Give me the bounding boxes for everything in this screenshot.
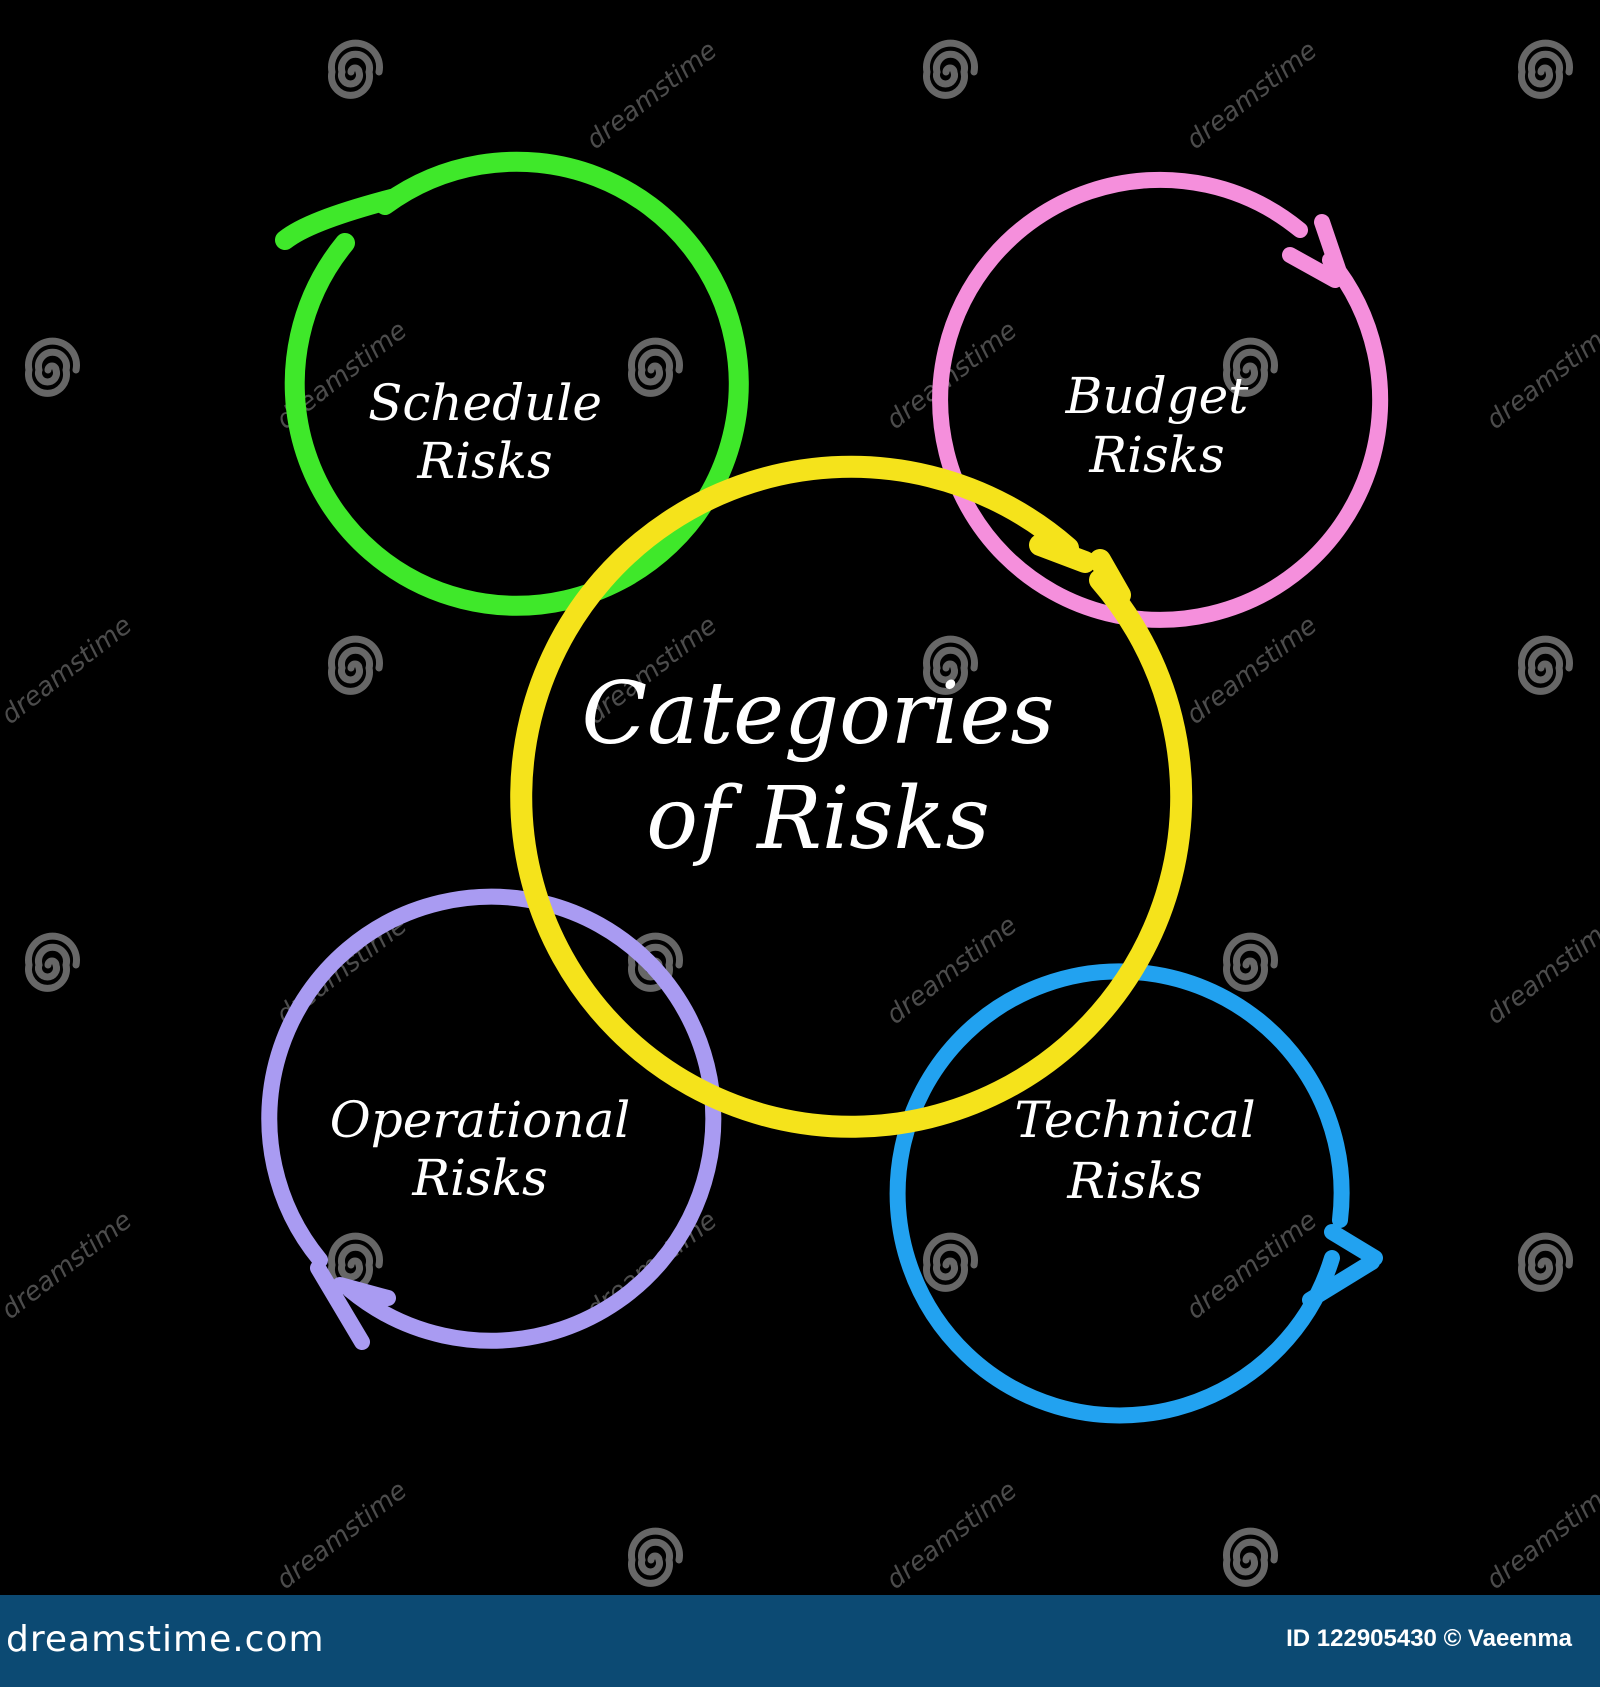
watermark-text: dreamstime: [881, 1475, 1023, 1595]
technical-label-line2: Risks: [1066, 1152, 1202, 1210]
spiral-logo-icon: [332, 43, 380, 95]
watermark-text: dreamstime: [0, 610, 138, 730]
spiral-logo-icon: [28, 936, 76, 988]
watermark-text: dreamstime: [1481, 910, 1600, 1030]
watermark-text: dreamstime: [1181, 610, 1323, 730]
watermark-text: dreamstime: [0, 1205, 138, 1325]
budget-label-line2: Risks: [1088, 426, 1224, 484]
spiral-logo-icon: [1522, 639, 1570, 691]
categories-center-ring: [510, 455, 1193, 1138]
schedule-ring: [275, 151, 749, 616]
spiral-logo-icon: [1522, 1236, 1570, 1288]
watermark-text: dreamstime: [1481, 1475, 1600, 1595]
schedule-label-line1: Schedule: [368, 374, 602, 432]
technical-label-line1: Technical: [1014, 1091, 1255, 1149]
operational-label-line1: Operational: [330, 1091, 631, 1149]
footer-brand[interactable]: dreamstime.com: [6, 1619, 325, 1660]
operational-label-line2: Risks: [411, 1149, 547, 1207]
footer-image-credit: ID 122905430 © Vaeenma: [1286, 1625, 1572, 1652]
stock-footer-bar: dreamstime.com ID 122905430 © Vaeenma: [0, 1595, 1600, 1687]
technical-ring: [889, 963, 1383, 1424]
spiral-logo-icon: [632, 341, 680, 393]
spiral-logo-icon: [1227, 1531, 1275, 1583]
operational-ring: [261, 888, 722, 1350]
spiral-logo-icon: [1522, 43, 1570, 95]
spiral-logo-icon: [632, 1531, 680, 1583]
spiral-logo-icon: [332, 639, 380, 691]
budget-label-line1: Budget: [1065, 367, 1250, 425]
schedule-label-line2: Risks: [416, 432, 552, 490]
center-title-line1: Categories: [582, 664, 1055, 764]
spiral-logo-icon: [927, 1236, 975, 1288]
watermark-text: dreamstime: [1181, 35, 1323, 155]
spiral-logo-icon: [1227, 936, 1275, 988]
watermark-text: dreamstime: [581, 35, 723, 155]
spiral-logo-icon: [927, 43, 975, 95]
watermark-text: dreamstime: [1481, 315, 1600, 435]
budget-ring: [932, 171, 1389, 628]
risk-categories-diagram: dreamstime dreamstime dreamstime dreamst…: [0, 35, 1600, 1595]
center-title-line2: of Risks: [646, 769, 990, 869]
watermark-text: dreamstime: [271, 1475, 413, 1595]
spiral-logo-icon: [28, 341, 76, 393]
